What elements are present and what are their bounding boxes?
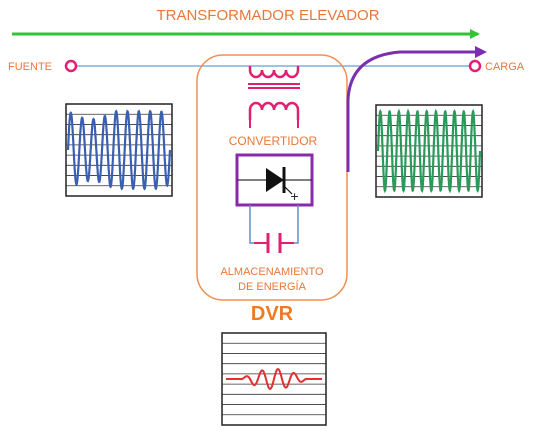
source-label: FUENTE (8, 61, 52, 73)
plus-sign: + (290, 190, 299, 203)
storage-label-1: ALMACENAMIENTO (220, 266, 324, 278)
load-label: CARGA (485, 61, 525, 73)
dc-link-right (280, 205, 299, 244)
load-waveform-panel (375, 104, 483, 198)
injection-arrow (346, 46, 487, 172)
dc-link-left (249, 205, 268, 244)
injected-grid (222, 342, 326, 416)
source-terminal (64, 59, 78, 73)
thyristor-gate (283, 185, 293, 195)
source-waveform (66, 109, 172, 191)
secondary-winding (248, 101, 300, 120)
dvr-box (196, 54, 348, 301)
source-waveform-panel (65, 103, 173, 197)
injected-waveform (226, 368, 322, 390)
storage-label-2: DE ENERGÍA (238, 280, 307, 293)
dvr-title: DVR (251, 303, 294, 325)
thyristor-icon (266, 168, 284, 192)
load-terminal (468, 59, 482, 73)
primary-winding (248, 66, 300, 79)
injected-waveform-panel (221, 332, 327, 426)
converter-label: CONVERTIDOR (229, 134, 318, 148)
load-waveform (376, 108, 482, 194)
top-title: TRANSFORMADOR ELEVADOR (156, 7, 379, 24)
